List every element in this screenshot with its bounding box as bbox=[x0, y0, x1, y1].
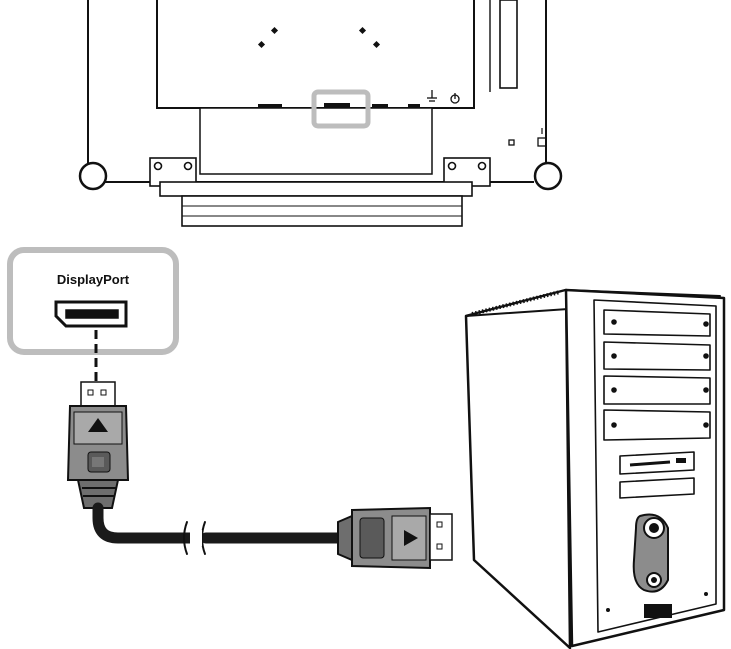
desktop-tower-pc bbox=[464, 288, 726, 649]
tower-floppy-bay bbox=[619, 451, 695, 499]
displayport-plug-right bbox=[337, 506, 453, 570]
tower-power-panel bbox=[632, 513, 669, 593]
plug-latch-button-right bbox=[359, 517, 385, 559]
tower-drive-bays bbox=[603, 309, 711, 441]
monitor-port-strip bbox=[258, 103, 420, 108]
displayport-cable bbox=[92, 502, 356, 555]
tower-side-panel bbox=[464, 288, 572, 649]
monitor-small-button bbox=[508, 139, 515, 146]
monitor-stand-neck bbox=[199, 107, 433, 175]
displayport-plug-top bbox=[66, 381, 130, 509]
monitor-base-rail bbox=[159, 181, 473, 227]
monitor-right-foot bbox=[533, 161, 563, 191]
monitor-left-foot bbox=[78, 161, 108, 191]
monitor-small-switch bbox=[537, 137, 547, 147]
tower-top-vents bbox=[471, 290, 561, 316]
monitor-displayport-highlight bbox=[311, 89, 371, 129]
displayport-socket-icon bbox=[54, 300, 128, 328]
plug-strain-relief-right bbox=[337, 514, 353, 562]
displayport-callout bbox=[7, 247, 179, 382]
vesa-screw-holes bbox=[257, 26, 381, 49]
power-symbol-icon bbox=[450, 93, 460, 104]
displayport-label: DisplayPort bbox=[56, 272, 130, 287]
monitor-side-slot bbox=[499, 0, 518, 89]
ground-symbol-icon bbox=[427, 90, 437, 102]
plug-arrow-icon-right bbox=[404, 530, 418, 546]
plug-metal-tip-right bbox=[429, 513, 453, 561]
tower-front-badge bbox=[644, 604, 672, 618]
plug-metal-tip bbox=[80, 381, 116, 407]
monitor-rear-view bbox=[78, 0, 563, 227]
plug-arrow-icon bbox=[88, 418, 108, 432]
